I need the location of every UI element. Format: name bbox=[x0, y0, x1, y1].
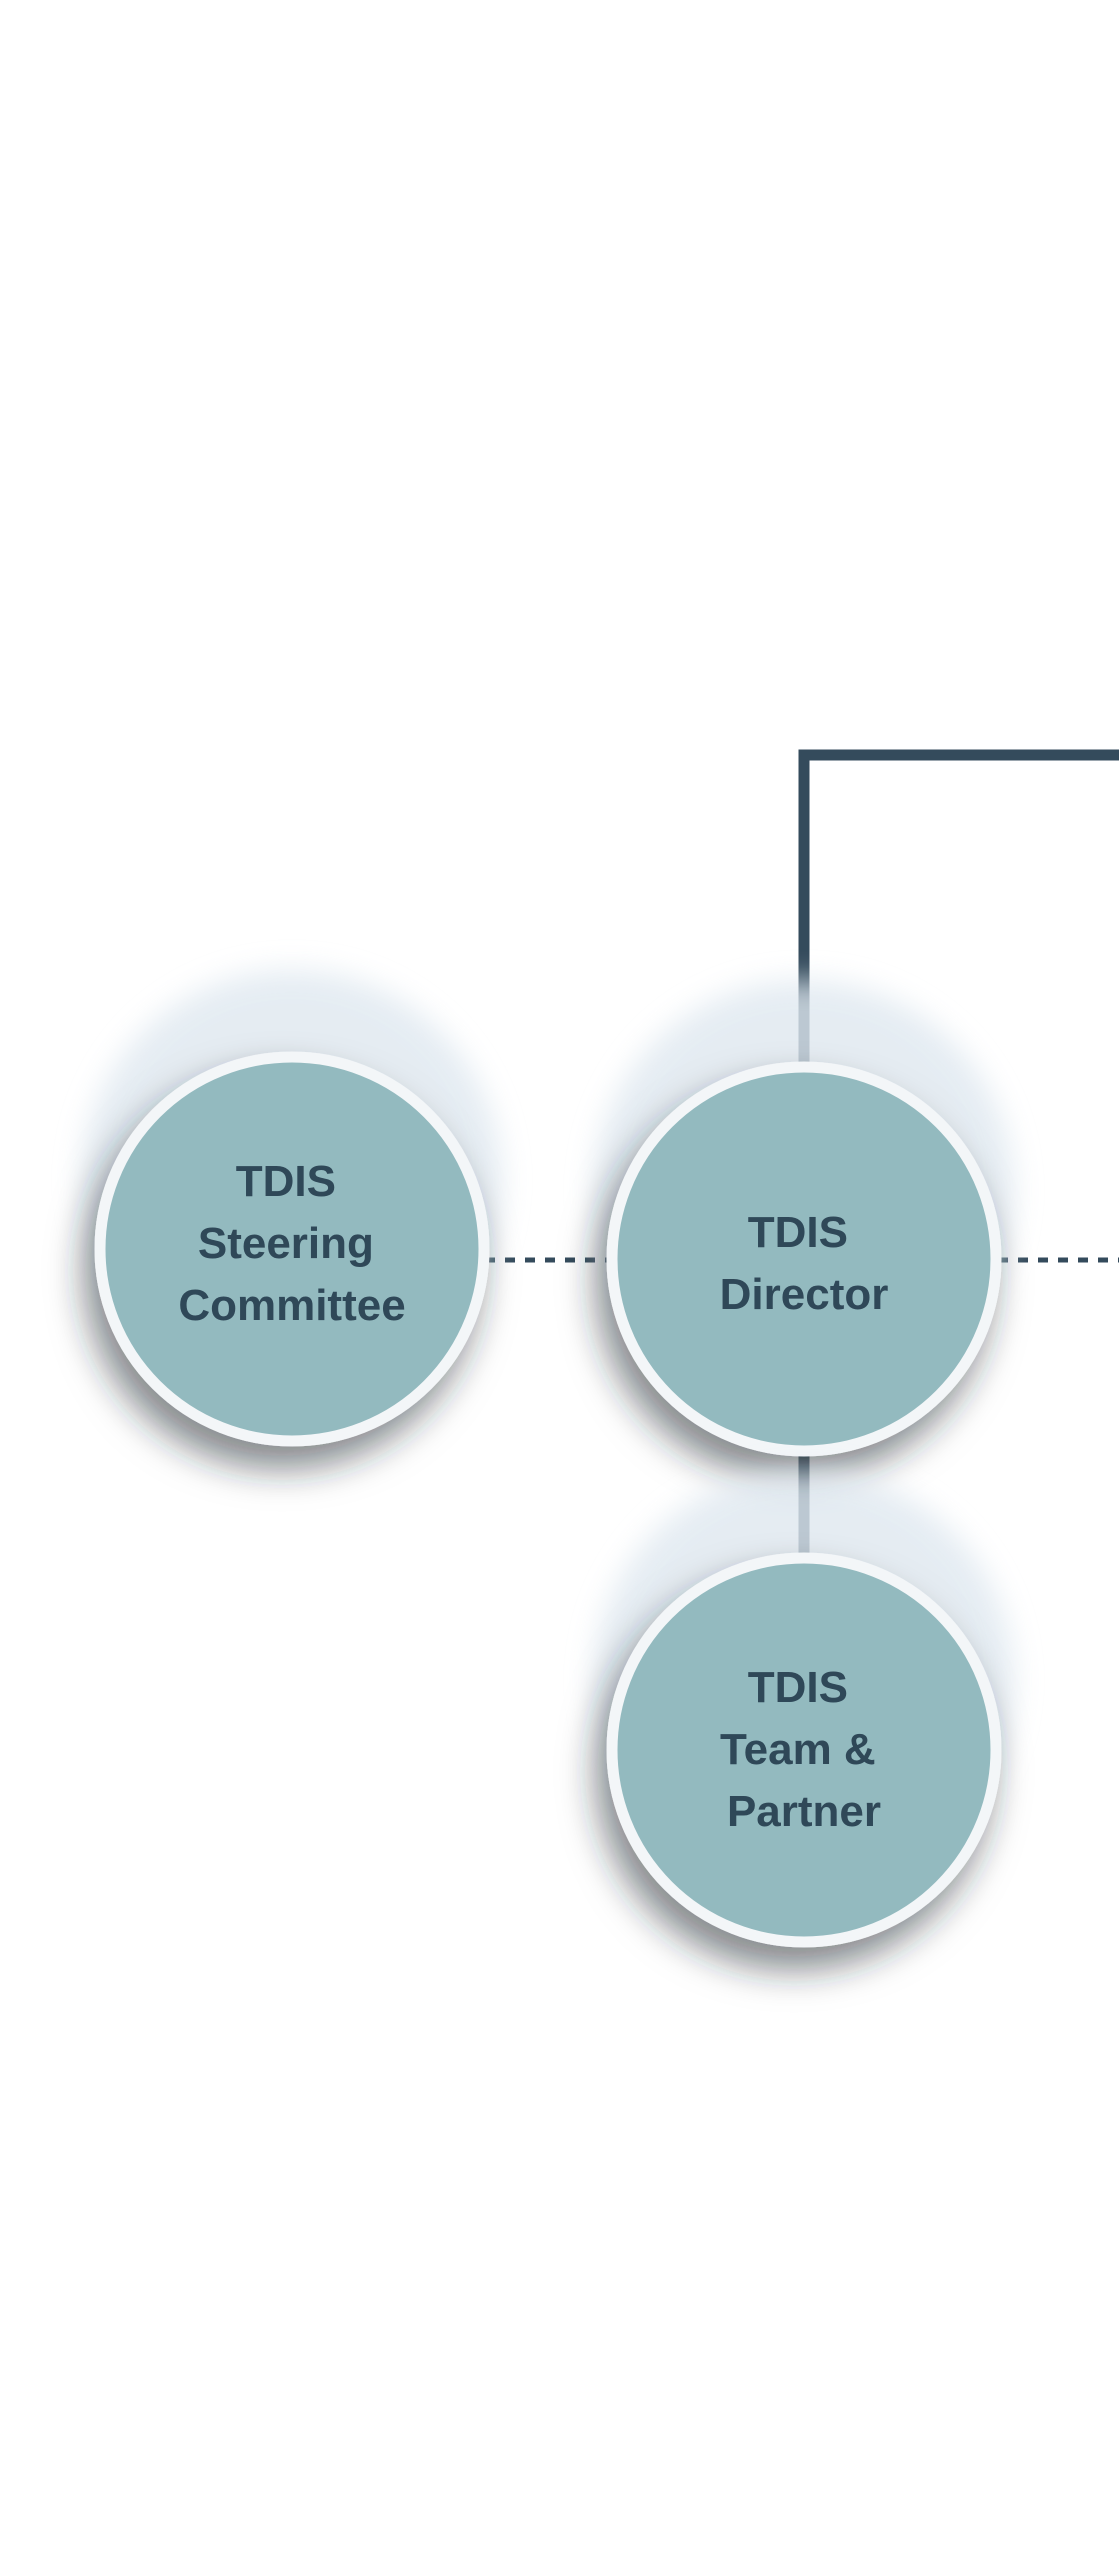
node-director-circle bbox=[606, 1061, 1002, 1457]
node-team-label: TDIS Team & Partner bbox=[720, 1663, 888, 1836]
node-director: TDIS Director bbox=[594, 980, 1014, 1457]
node-director-label: TDIS Director bbox=[720, 1208, 889, 1319]
node-steering-committee: TDIS Steering Committee bbox=[82, 970, 502, 1447]
node-steering-label: TDIS Steering Committee bbox=[178, 1157, 405, 1330]
connector-director-to-top-right bbox=[798, 749, 1119, 1062]
node-team-circle bbox=[606, 1552, 1002, 1948]
node-team-partner: TDIS Team & Partner bbox=[594, 1470, 1014, 1948]
node-steering-circle bbox=[94, 1051, 490, 1447]
